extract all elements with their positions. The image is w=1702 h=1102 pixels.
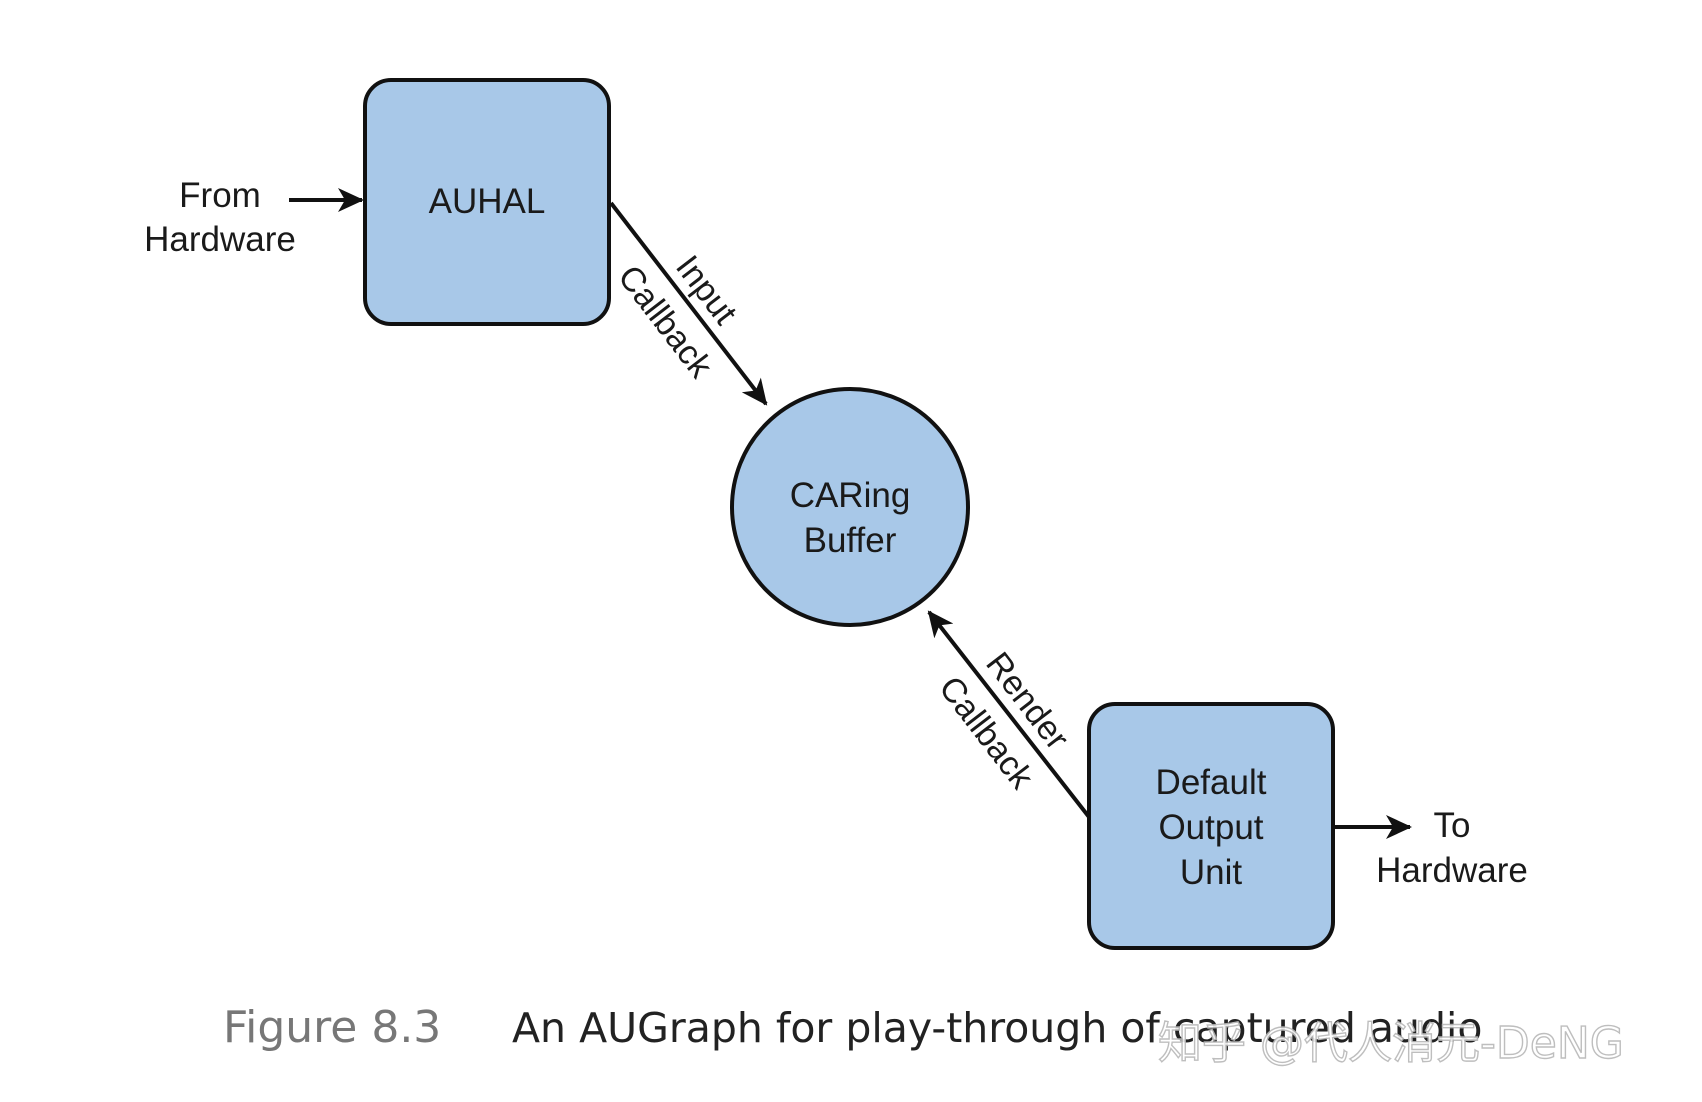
caring-buffer-label-line2: Buffer [804, 521, 897, 560]
default-output-unit-label-line2: Output [1158, 808, 1263, 847]
to-hardware-edge: To Hardware [1333, 806, 1528, 890]
zhihu-watermark: 知乎 @代人消元-DeNG [1158, 1018, 1624, 1069]
from-hardware-label-line1: From [179, 176, 261, 215]
default-output-unit-label-line1: Default [1156, 763, 1267, 802]
render-callback-arrow [927, 610, 1091, 819]
from-hardware-edge: From Hardware [144, 176, 364, 259]
auhal-label: AUHAL [429, 182, 546, 221]
input-callback-arrow [609, 201, 768, 406]
default-output-unit-label-line3: Unit [1180, 853, 1243, 892]
figure-caption: Figure 8.3 An AUGraph for play-through o… [223, 1002, 1483, 1053]
to-hardware-label-line1: To [1434, 806, 1471, 845]
caring-buffer-node: CARing Buffer [730, 387, 970, 627]
default-output-unit-node: Default Output Unit [1087, 702, 1335, 950]
caring-buffer-label-line1: CARing [790, 476, 911, 515]
from-hardware-label-line2: Hardware [144, 220, 296, 259]
caring-buffer-circle [730, 387, 970, 627]
input-callback-edge: Input Callback [609, 201, 768, 406]
figure-caption-text: An AUGraph for play-through of captured … [512, 1004, 1483, 1052]
auhal-box [363, 78, 611, 326]
auhal-node: AUHAL [363, 78, 611, 326]
render-callback-edge: Render Callback [927, 610, 1091, 819]
figure-caption-label: Figure 8.3 [223, 1002, 441, 1053]
to-hardware-label-line2: Hardware [1376, 851, 1528, 890]
